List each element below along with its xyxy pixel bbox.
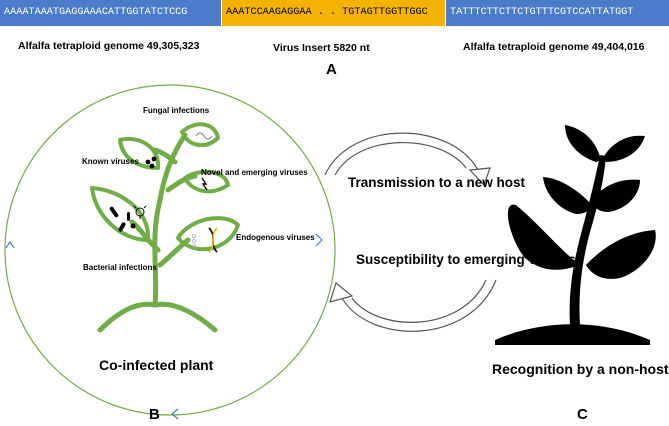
susceptibility-arrow xyxy=(329,279,497,332)
novel-virus-icon xyxy=(201,177,208,191)
label-fungal-infections: Fungal infections xyxy=(143,106,210,115)
label-transmission: Transmission to a new host xyxy=(348,175,526,190)
genome-label-right: Alfalfa tetraploid genome 49,404,016 xyxy=(463,41,645,53)
genome-label-left: Alfalfa tetraploid genome 49,305,323 xyxy=(18,40,200,52)
panel-letter-b: B xyxy=(149,406,160,423)
transmission-arrow xyxy=(324,132,491,187)
endogenous-virus-icon xyxy=(192,234,196,248)
host-sequence-left: AAAATAAATGAGGAAACATTGGTATCTCCG xyxy=(0,0,221,26)
green-plant-icon xyxy=(90,122,240,333)
non-host-plant-icon xyxy=(495,125,656,345)
label-known-viruses: Known viruses xyxy=(82,157,139,166)
co-infection-circle xyxy=(4,84,336,416)
circle-arrowhead-left xyxy=(5,240,15,249)
sequence-bar: AAAATAAATGAGGAAACATTGGTATCTCCG AAATCCAAG… xyxy=(0,0,669,26)
panel-letter-c: C xyxy=(577,406,588,423)
known-virus-icon xyxy=(145,156,157,169)
host-sequence-right: TATTTCTTCTTCTGTTTCGTCCATTATGGT xyxy=(446,0,669,26)
panel-letter-a: A xyxy=(326,61,337,78)
circle-arrowhead-bottom xyxy=(171,408,179,420)
label-susceptibility: Susceptibility to emerging viruses xyxy=(356,252,576,267)
fungal-hypha-icon xyxy=(195,132,213,140)
label-novel-emerging-viruses: Novel and emerging viruses xyxy=(201,168,308,177)
label-bacterial-infections: Bacterial infections xyxy=(83,263,157,272)
circle-arrowhead-right xyxy=(315,233,323,247)
virus-particle-icon xyxy=(133,205,147,219)
caption-co-infected-plant: Co-infected plant xyxy=(99,357,214,373)
dna-icon xyxy=(208,227,218,253)
caption-non-host: Recognition by a non-host xyxy=(492,361,669,377)
label-endogenous-viruses: Endogenous viruses xyxy=(236,233,315,242)
virus-insert-label: Virus Insert 5820 nt xyxy=(273,42,370,54)
bacteria-icon xyxy=(109,206,136,232)
virus-insert-sequence: AAATCCAAGAGGAA . . TGTAGTTGGTTGGC xyxy=(221,0,446,26)
